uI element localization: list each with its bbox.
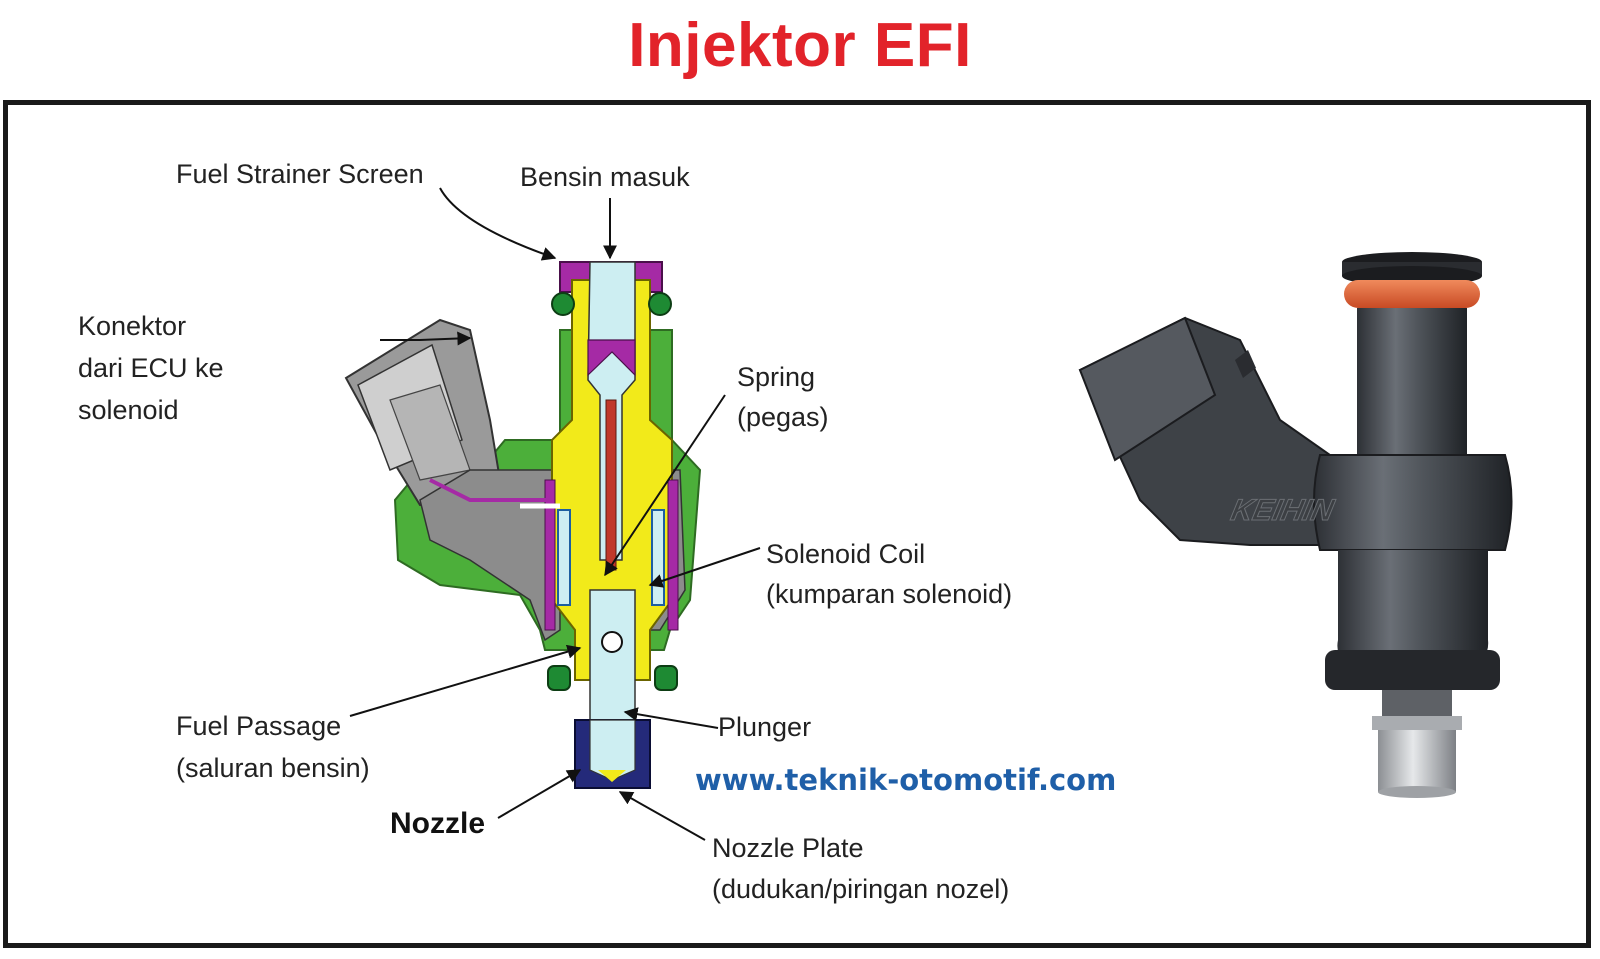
label-konektor-line3: solenoid [78, 395, 179, 425]
label-fuel-strainer-screen: Fuel Strainer Screen [176, 159, 424, 189]
label-solenoid-line1: Solenoid Coil [766, 539, 925, 569]
page-title: Injektor EFI [628, 11, 972, 80]
diagram-frame [3, 100, 1591, 948]
label-nozzle-plate-line2: (dudukan/piringan nozel) [712, 874, 1009, 904]
label-plunger: Plunger [718, 712, 811, 742]
label-spring-line2: (pegas) [737, 402, 829, 432]
product-brand-mark: KEIHIN [1228, 494, 1338, 527]
label-fuel-passage-line2: (saluran bensin) [176, 753, 370, 783]
website-url: www.teknik-otomotif.com [695, 763, 1116, 797]
label-nozzle: Nozzle [390, 807, 485, 840]
label-konektor-line2: dari ECU ke [78, 353, 224, 383]
label-spring-line1: Spring [737, 362, 815, 392]
injector-product-photo: KEIHIN [1078, 252, 1513, 798]
label-fuel-passage-line1: Fuel Passage [176, 711, 341, 741]
label-solenoid-line2: (kumparan solenoid) [766, 579, 1012, 609]
leader-lines [349, 187, 761, 841]
label-bensin-masuk: Bensin masuk [520, 162, 690, 192]
label-konektor-line1: Konektor [78, 311, 186, 341]
injector-cutaway [344, 261, 702, 789]
label-nozzle-plate-line1: Nozzle Plate [712, 833, 864, 863]
